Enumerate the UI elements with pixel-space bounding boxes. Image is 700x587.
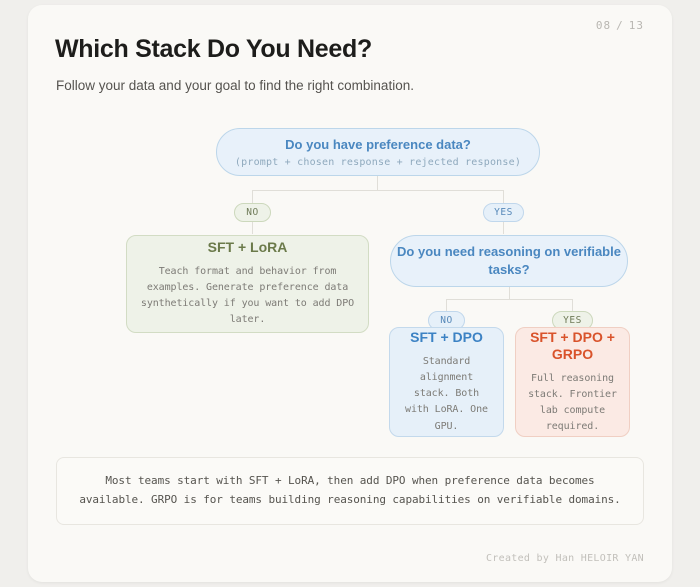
connector-d2-yes-stem [572, 299, 573, 311]
decision2-question: Do you need reasoning on verifiable task… [397, 244, 621, 277]
outcome-sft-dpo-body: Standard alignment stack. Both with LoRA… [405, 355, 488, 432]
outcome-node-sft-dpo-grpo: SFT + DPO + GRPO Full reasoning stack. F… [515, 327, 630, 437]
page-separator: / [616, 19, 624, 32]
page-subtitle: Follow your data and your goal to find t… [56, 78, 414, 93]
branch-badge-no-1-label: NO [246, 207, 259, 218]
outcome-sft-lora-title: SFT + LoRA [207, 239, 288, 256]
credit-line: Created by Han HELOIR YAN [485, 553, 644, 564]
outcome-node-sft-dpo: SFT + DPO Standard alignment stack. Both… [389, 327, 504, 437]
outcome-sft-dpo-title: SFT + DPO [410, 329, 483, 346]
outcome-sft-dpo-grpo-title: SFT + DPO + GRPO [530, 328, 615, 363]
connector-d2-no-stem [446, 299, 447, 311]
page-total: 13 [628, 19, 644, 32]
branch-badge-yes-2: YES [552, 311, 593, 330]
connector-d1-stem [377, 176, 378, 190]
decision1-question: Do you have preference data? [285, 136, 471, 152]
branch-badge-yes-1-label: YES [494, 207, 513, 218]
decision1-detail: (prompt + chosen response + rejected res… [234, 157, 522, 169]
connector-d2-stem [509, 287, 510, 299]
page-indicator: 08 / 13 [596, 19, 644, 32]
page-current: 08 [595, 19, 612, 32]
connector-yes1-to-d2 [503, 222, 504, 234]
connector-d1-bar [252, 190, 504, 191]
branch-badge-yes-2-label: YES [563, 315, 582, 326]
slide-card: 08 / 13 Which Stack Do You Need? Follow yo… [28, 5, 672, 582]
connector-d1-no-stem [252, 190, 253, 203]
decision-node-preference-data: Do you have preference data? (prompt + c… [216, 128, 540, 176]
branch-badge-no-2-label: NO [440, 315, 453, 326]
connector-d1-yes-stem [503, 190, 504, 203]
outcome-sft-lora-body: Teach format and behavior from examples.… [140, 265, 355, 326]
summary-note: Most teams start with SFT + LoRA, then a… [56, 457, 644, 525]
branch-badge-no-1: NO [234, 203, 271, 222]
branch-badge-yes-1: YES [483, 203, 524, 222]
decision-node-verifiable-reasoning: Do you need reasoning on verifiable task… [390, 235, 628, 287]
decision-flowchart: Do you have preference data? (prompt + c… [28, 105, 672, 450]
connector-no1-to-leaf [252, 222, 253, 234]
outcome-node-sft-lora: SFT + LoRA Teach format and behavior fro… [126, 235, 369, 333]
page-title: Which Stack Do You Need? [55, 35, 372, 63]
connector-d2-bar [446, 299, 572, 300]
outcome-sft-dpo-grpo-body: Full reasoning stack. Frontier lab compu… [528, 372, 617, 433]
